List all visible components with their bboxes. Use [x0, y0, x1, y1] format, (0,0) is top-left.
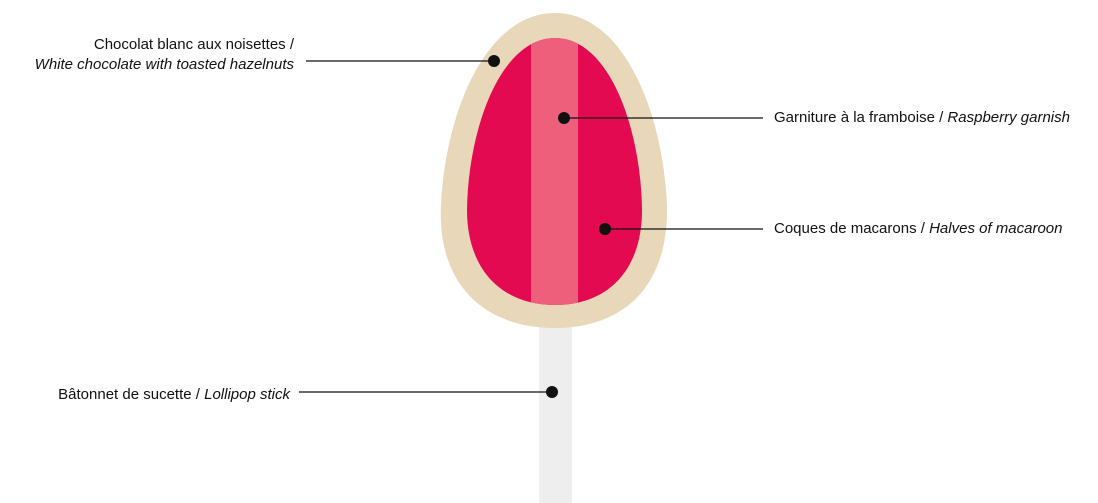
dot-garnish [558, 112, 570, 124]
label-macaroon-halves-en: Halves of macaroon [929, 220, 1062, 237]
label-raspberry-garnish-fr: Garniture à la framboise / [774, 109, 943, 126]
label-white-chocolate-en: White chocolate with toasted hazelnuts [35, 56, 294, 73]
label-raspberry-garnish: Garniture à la framboise / Raspberry gar… [774, 108, 1070, 128]
dot-chocolate [488, 55, 500, 67]
label-lollipop-stick: Bâtonnet de sucette / Lollipop stick [58, 385, 290, 405]
label-macaroon-halves-fr: Coques de macarons / [774, 220, 925, 237]
label-white-chocolate-fr: Chocolat blanc aux noisettes / [35, 35, 294, 55]
lollipop-stick [539, 318, 572, 503]
dot-shells [599, 223, 611, 235]
label-lollipop-stick-fr: Bâtonnet de sucette / [58, 386, 200, 403]
label-macaroon-halves: Coques de macarons / Halves of macaroon [774, 219, 1063, 239]
label-raspberry-garnish-en: Raspberry garnish [947, 109, 1070, 126]
raspberry-garnish [531, 30, 578, 310]
dot-stick [546, 386, 558, 398]
label-white-chocolate: Chocolat blanc aux noisettes / White cho… [35, 35, 294, 75]
label-lollipop-stick-en: Lollipop stick [204, 386, 290, 403]
